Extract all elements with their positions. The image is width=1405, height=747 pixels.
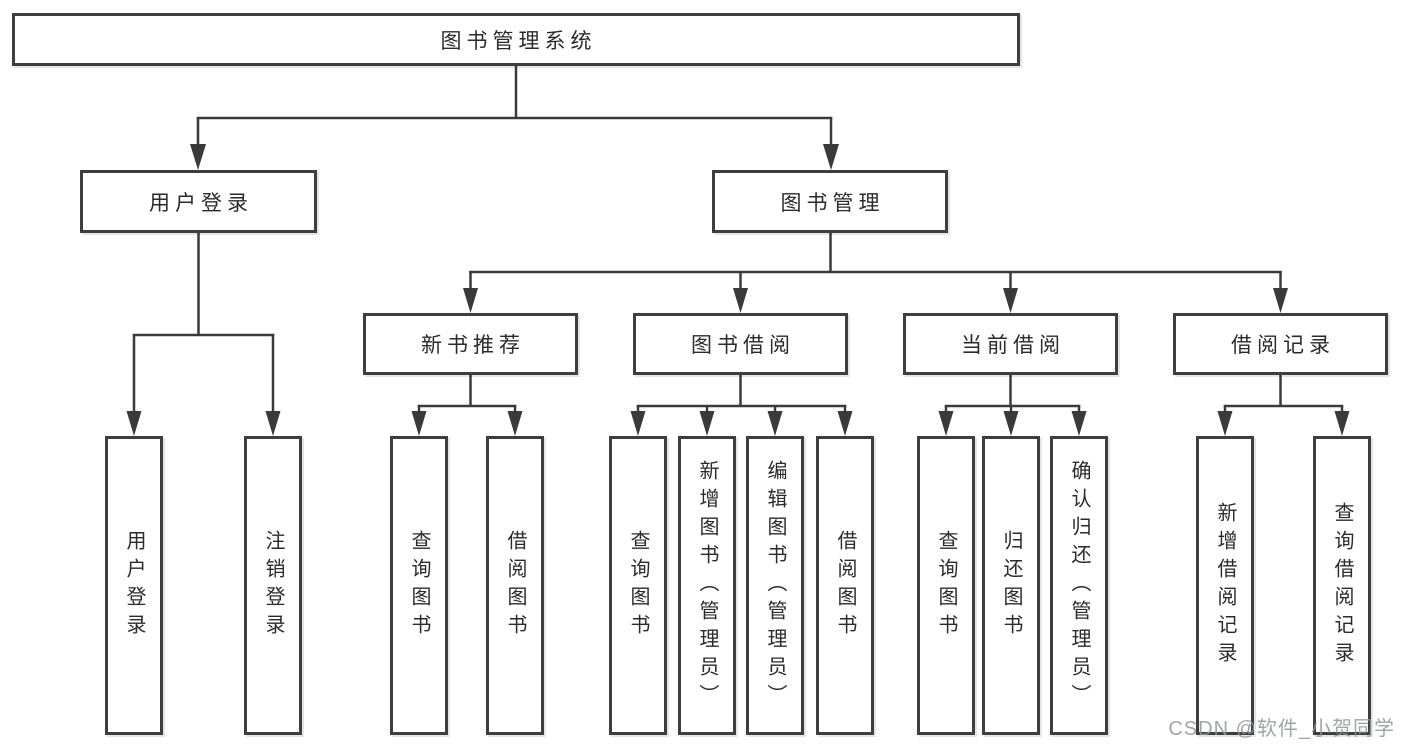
leaf-records-query-record-label: 查询借阅记录 [1331, 501, 1353, 670]
leaf-current-return-books-label: 归还图书 [1000, 529, 1022, 642]
leaf-current-confirm-return-admin-label: 确认归还（管理员） [1068, 459, 1090, 712]
leaf-records-query-record: 查询借阅记录 [1313, 436, 1371, 735]
node-book-management: 图书管理 [712, 170, 948, 233]
leaf-current-return-books: 归还图书 [982, 436, 1040, 735]
arrowheads [126, 144, 1350, 436]
leaf-newbook-borrow-books-label: 借阅图书 [504, 529, 526, 642]
csdn-watermark: CSDN @软件_小贺同学 [1168, 718, 1395, 740]
leaf-borrowing-query-books-label: 查询图书 [627, 529, 649, 642]
node-borrowing-records-label: 借阅记录 [1231, 334, 1335, 357]
node-book-borrowing-label: 图书借阅 [691, 334, 795, 357]
node-current-borrowing-label: 当前借阅 [961, 334, 1065, 357]
leaf-borrowing-borrow-books: 借阅图书 [816, 436, 874, 735]
leaf-newbook-query-books-label: 查询图书 [408, 529, 430, 642]
node-root-label: 图书管理系统 [440, 29, 597, 53]
leaf-logout: 注销登录 [244, 436, 302, 735]
leaf-borrowing-borrow-books-label: 借阅图书 [834, 529, 856, 642]
leaf-user-login-label: 用户登录 [123, 529, 145, 642]
leaf-current-query-books-label: 查询图书 [935, 529, 957, 642]
leaf-newbook-query-books: 查询图书 [390, 436, 448, 735]
leaf-records-add-record-label: 新增借阅记录 [1214, 501, 1236, 670]
leaf-current-confirm-return-admin: 确认归还（管理员） [1050, 436, 1108, 735]
leaf-current-query-books: 查询图书 [917, 436, 975, 735]
leaf-logout-label: 注销登录 [262, 529, 284, 642]
node-new-book-recommend-label: 新书推荐 [421, 334, 525, 357]
leaf-borrowing-edit-books-admin-label: 编辑图书（管理员） [764, 459, 786, 712]
leaf-borrowing-edit-books-admin: 编辑图书（管理员） [746, 436, 804, 735]
node-user-login-label: 用户登录 [149, 191, 253, 215]
node-borrowing-records: 借阅记录 [1173, 313, 1388, 375]
node-new-book-recommend: 新书推荐 [363, 313, 578, 375]
node-root: 图书管理系统 [12, 13, 1020, 66]
leaf-records-add-record: 新增借阅记录 [1196, 436, 1254, 735]
node-current-borrowing: 当前借阅 [903, 313, 1118, 375]
node-book-management-label: 图书管理 [780, 191, 885, 215]
node-user-login: 用户登录 [80, 170, 317, 233]
leaf-borrowing-add-books-admin-label: 新增图书（管理员） [696, 459, 718, 712]
leaf-borrowing-query-books: 查询图书 [609, 436, 667, 735]
leaf-user-login: 用户登录 [105, 436, 163, 735]
leaf-borrowing-add-books-admin: 新增图书（管理员） [678, 436, 736, 735]
leaf-newbook-borrow-books: 借阅图书 [486, 436, 544, 735]
node-book-borrowing: 图书借阅 [633, 313, 848, 375]
